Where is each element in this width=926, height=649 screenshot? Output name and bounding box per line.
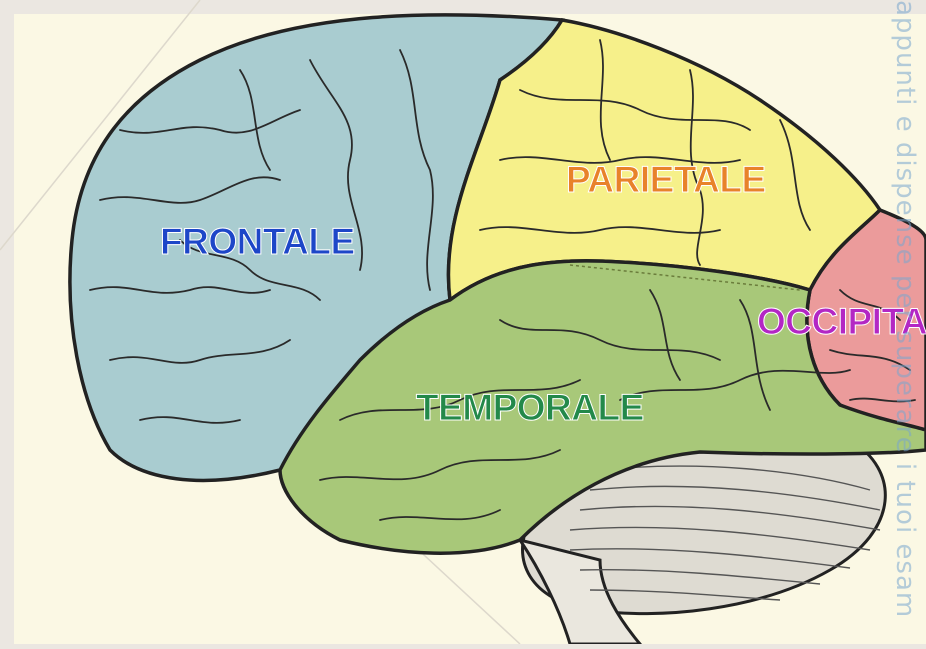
parietal-label: PARIETALE [566,159,766,200]
frontal-label: FRONTALE [160,221,355,262]
watermark-text: appunti e dispense per superare i tuoi e… [884,0,920,644]
temporal-label: TEMPORALE [416,387,644,428]
